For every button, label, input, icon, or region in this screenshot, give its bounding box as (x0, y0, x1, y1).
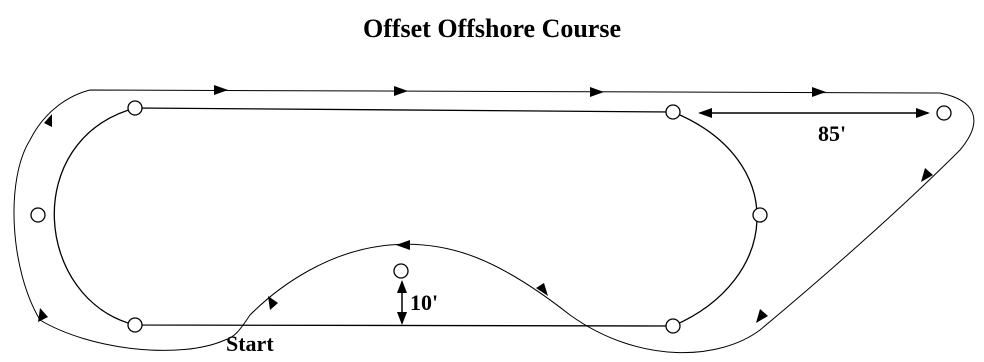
arrow-top-2 (394, 86, 408, 96)
buoy-right (752, 207, 768, 223)
arrow-top-4 (812, 87, 826, 97)
arrow-center-left (396, 240, 410, 250)
buoy-bottom-left (127, 317, 143, 333)
arrow-top-1 (214, 85, 228, 95)
outer-boat-route (13, 89, 975, 354)
arrow-left-upper (44, 114, 52, 127)
arrow-lower-left (268, 296, 278, 310)
label-85-feet: 85' (818, 121, 846, 146)
direction-arrows (38, 85, 933, 323)
arrow-right-lower (756, 309, 768, 323)
buoy-top-right (665, 104, 681, 120)
inner-course-outline (53, 107, 758, 327)
buoys (30, 100, 952, 334)
buoy-center (393, 263, 409, 279)
diagram-title: Offset Offshore Course (362, 14, 622, 43)
dimension-10 (397, 280, 407, 325)
buoy-left (30, 207, 46, 223)
buoy-bottom-right (665, 318, 681, 334)
arrow-right-upper (921, 168, 933, 182)
arrow-center-right (536, 283, 548, 296)
label-10-feet: 10' (410, 290, 438, 315)
arrow-left-lower (38, 308, 48, 322)
buoy-top-left (127, 100, 143, 116)
buoy-offset-right (936, 105, 952, 121)
dimension-85 (698, 108, 930, 118)
label-start: Start (226, 331, 274, 356)
arrow-top-3 (590, 87, 604, 97)
